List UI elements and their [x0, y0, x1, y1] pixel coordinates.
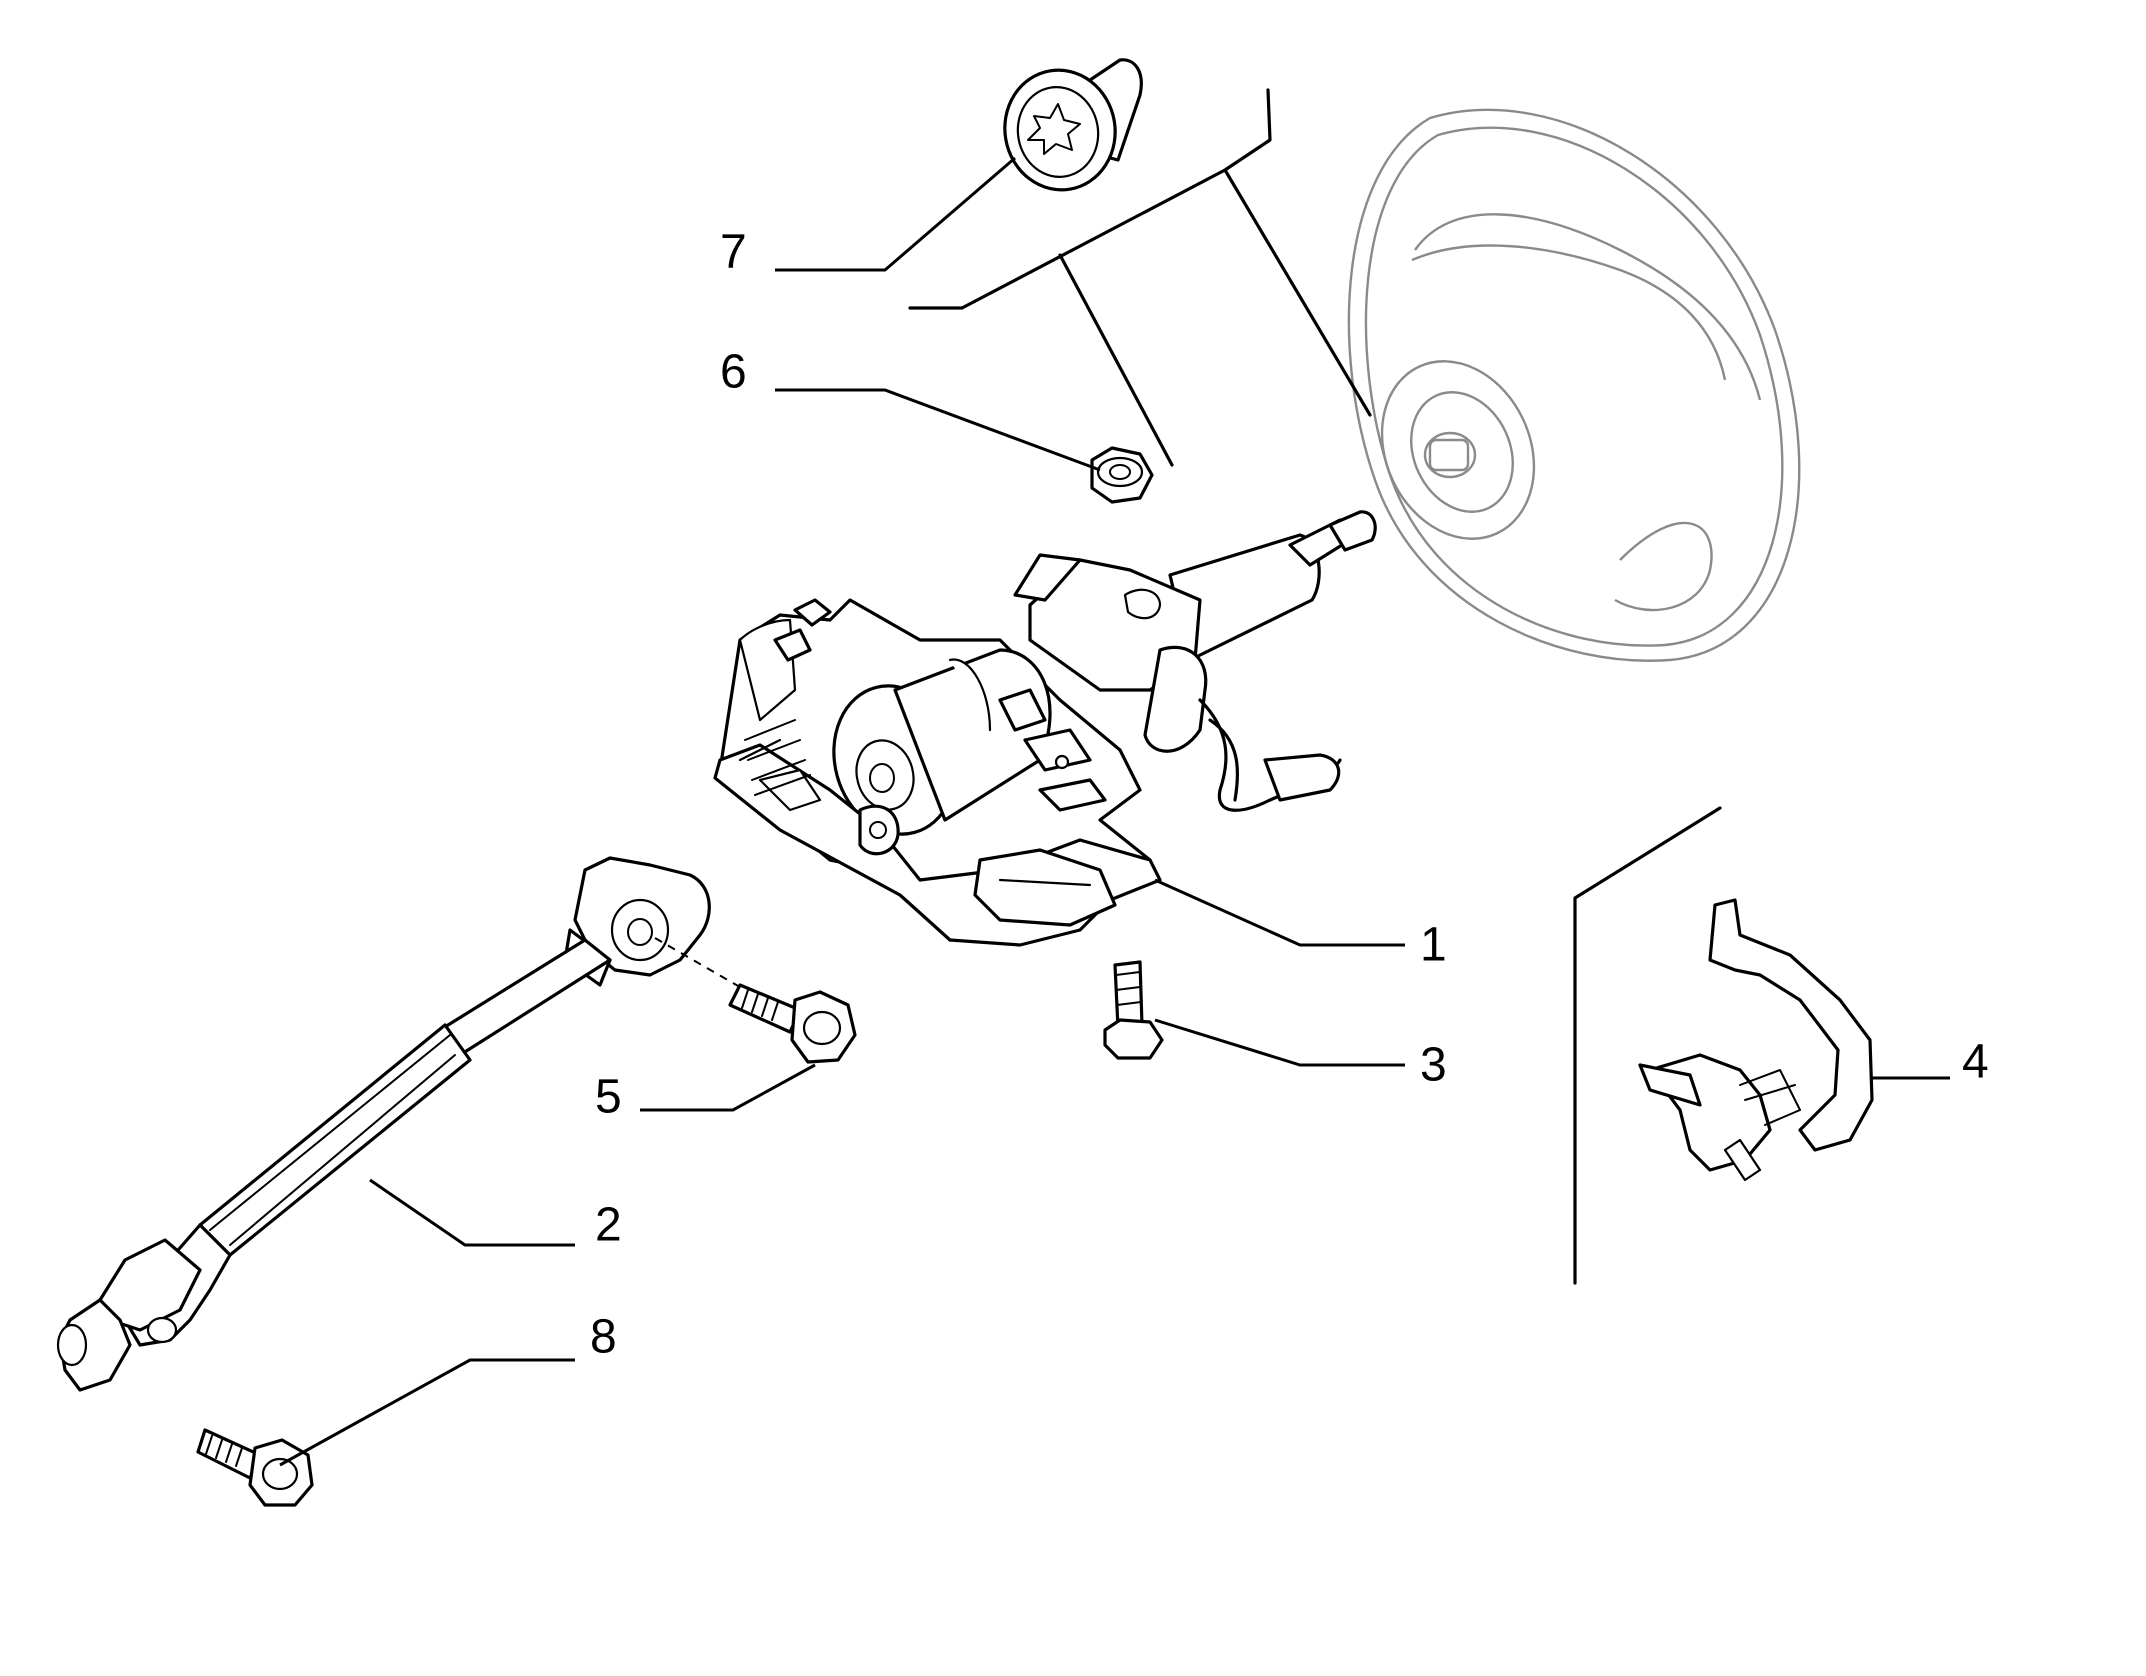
part-4-clip-inset — [1573, 806, 1874, 1285]
callout-2: 2 — [595, 1199, 622, 1252]
callout-8: 8 — [590, 1311, 617, 1364]
leader-1 — [1154, 878, 1405, 947]
part-3-hex-bolt — [1103, 960, 1164, 1060]
leader-2 — [369, 1178, 575, 1247]
leader-8 — [279, 1358, 575, 1467]
leader-6 — [775, 388, 1101, 472]
part-1-steering-column — [713, 510, 1377, 947]
part-6-hex-nut — [1090, 446, 1154, 504]
callout-5: 5 — [595, 1071, 622, 1124]
assembly-leader-lines — [908, 88, 1372, 467]
part-8-flange-bolt — [196, 1428, 314, 1507]
steering-wheel — [1347, 108, 1801, 662]
callout-labels: 1 2 3 4 5 6 7 8 — [590, 226, 1989, 1364]
part-7-torx-bolt — [1003, 58, 1143, 192]
leader-3 — [1154, 1018, 1405, 1067]
callout-6: 6 — [720, 346, 747, 399]
leader-5 — [640, 1063, 816, 1112]
callout-leaders — [279, 156, 1950, 1467]
callout-1: 1 — [1420, 919, 1447, 972]
leader-7 — [775, 156, 1016, 272]
part-5-flange-bolt — [654, 937, 857, 1064]
callout-3: 3 — [1420, 1039, 1447, 1092]
callout-7: 7 — [720, 226, 747, 279]
part-2-intermediate-shaft — [56, 856, 711, 1392]
callout-4: 4 — [1962, 1036, 1989, 1089]
